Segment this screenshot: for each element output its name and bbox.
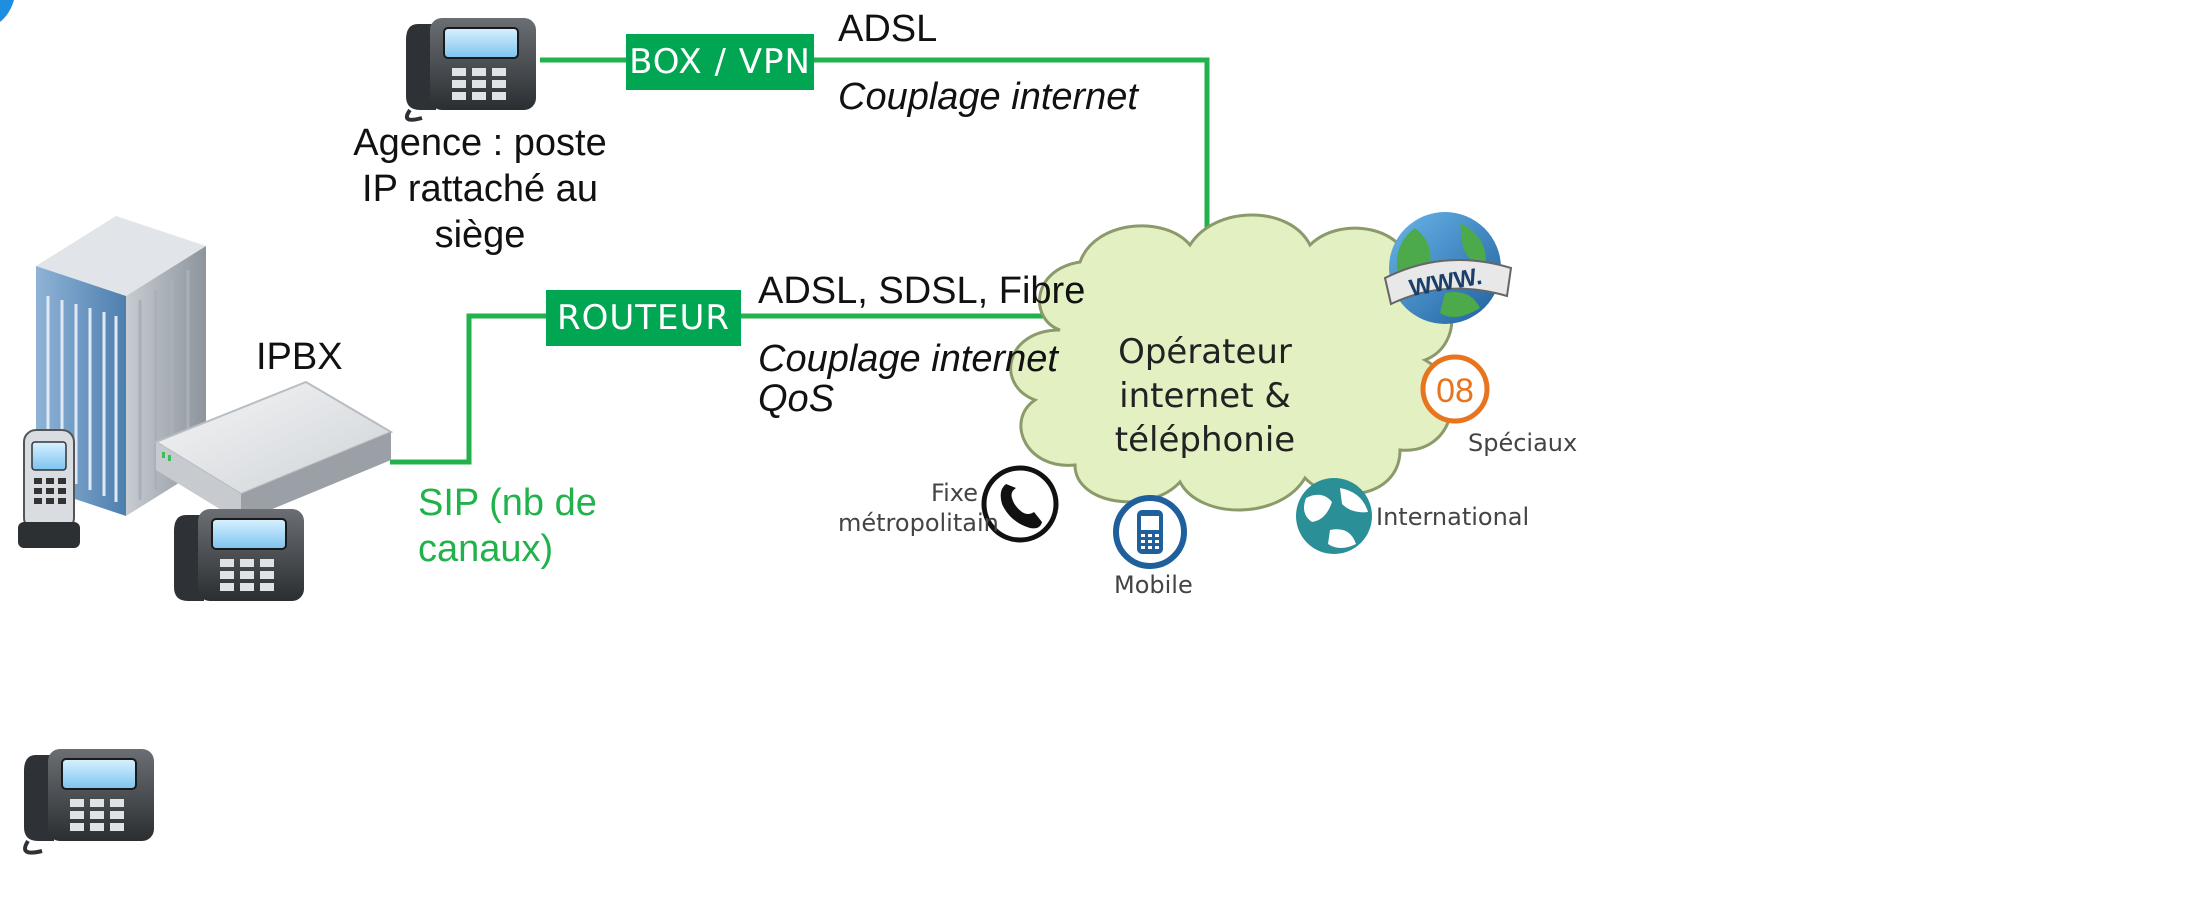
- building-icon: [36, 216, 206, 516]
- desk-phone-icon: [23, 749, 154, 855]
- box-vpn-label: BOX / VPN: [626, 34, 814, 90]
- agency-service-label: Couplage internet: [838, 76, 1138, 118]
- hq-link-line: [390, 313, 1085, 465]
- mobile-phone-icon: [1113, 495, 1187, 569]
- operator-cloud-label: Opérateur internet & téléphonie: [1114, 332, 1296, 460]
- routeur-label: ROUTEUR: [546, 290, 741, 346]
- landline-label: Fixe métropolitain: [838, 479, 999, 537]
- hq-qos-label: QoS: [758, 378, 835, 420]
- corner-accent: [0, 0, 14, 22]
- sip-trunk-label: SIP (nb de canaux): [418, 482, 597, 570]
- pbx-box-icon: [153, 380, 394, 522]
- cordless-phone-icon: [18, 429, 80, 548]
- mobile-label: Mobile: [1114, 571, 1193, 599]
- globe-www-icon: WWW.: [1383, 212, 1513, 324]
- pbx-label: IPBX: [256, 336, 343, 378]
- hq-service-label: Couplage internet: [758, 338, 1058, 380]
- agency-label: Agence : poste IP rattaché au siège: [353, 122, 607, 256]
- special-number-icon: 08: [1420, 354, 1490, 424]
- agency-access-label: ADSL: [838, 8, 938, 50]
- hq-access-label: ADSL, SDSL, Fibre: [758, 270, 1086, 312]
- special-label: Spéciaux: [1468, 429, 1578, 457]
- desk-phone-icon: [174, 509, 304, 601]
- international-label: International: [1376, 503, 1530, 531]
- phone-handset-icon: [981, 465, 1059, 543]
- special-number-label: 08: [1436, 372, 1474, 410]
- globe-icon: [1296, 478, 1372, 554]
- desk-phone-icon: [405, 18, 536, 122]
